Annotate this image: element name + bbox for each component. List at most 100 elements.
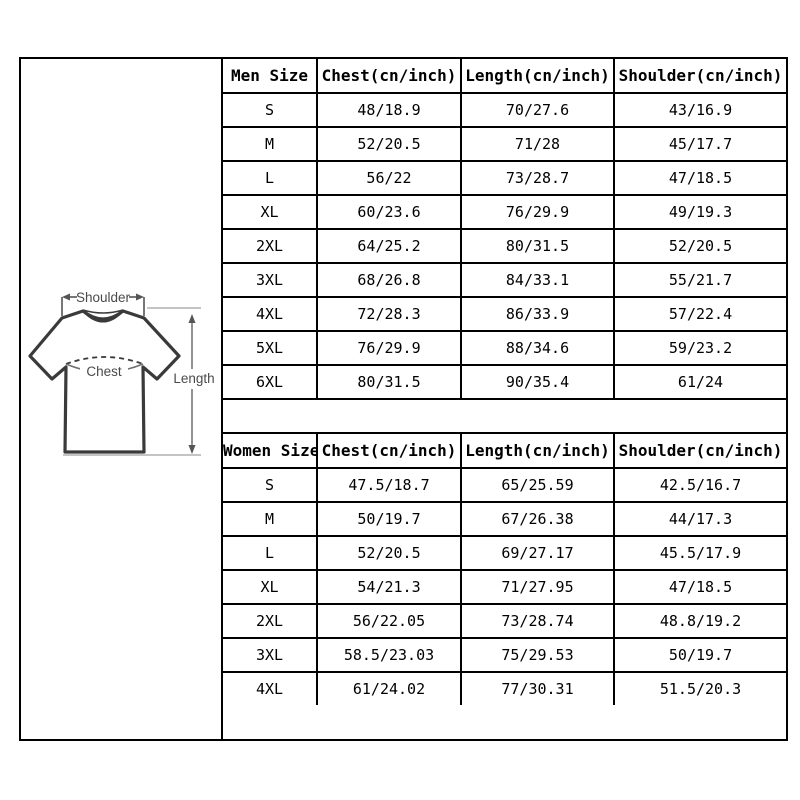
table-cell: M [222, 126, 318, 162]
table-row: 2XL 56/22.05 73/28.74 48.8/19.2 [222, 603, 787, 639]
table-cell: 47/18.5 [613, 569, 787, 605]
table-cell: L [222, 535, 318, 571]
shoulder-arrowhead-right [136, 293, 144, 301]
table-cell: 42.5/16.7 [613, 467, 787, 503]
table-row: 3XL 68/26.8 84/33.1 55/21.7 [222, 262, 787, 298]
length-arrowhead-bottom [188, 445, 196, 454]
men-shoulder-header: Shoulder(cn/inch) [613, 58, 787, 94]
table-cell: 58.5/23.03 [316, 637, 462, 673]
table-cell: 64/25.2 [316, 228, 462, 264]
women-length-header: Length(cn/inch) [460, 433, 615, 469]
table-row: L 56/22 73/28.7 47/18.5 [222, 160, 787, 196]
shoulder-label: Shoulder [76, 290, 131, 305]
table-cell: 75/29.53 [460, 637, 615, 673]
table-cell: L [222, 160, 318, 196]
table-cell: 50/19.7 [613, 637, 787, 673]
table-cell: 5XL [222, 330, 318, 366]
table-cell: 67/26.38 [460, 501, 615, 537]
table-cell: 56/22 [316, 160, 462, 196]
women-shoulder-header: Shoulder(cn/inch) [613, 433, 787, 469]
table-cell: 4XL [222, 671, 318, 706]
table-cell: 52/20.5 [316, 535, 462, 571]
table-cell: 80/31.5 [460, 228, 615, 264]
women-header-row: Women Size Chest(cn/inch) Length(cn/inch… [222, 433, 787, 469]
table-cell: 61/24 [613, 364, 787, 399]
table-cell: 48/18.9 [316, 92, 462, 128]
table-cell: 48.8/19.2 [613, 603, 787, 639]
table-cell: M [222, 501, 318, 537]
size-tables-column: Men Size Chest(cn/inch) Length(cn/inch) … [222, 58, 787, 739]
table-cell: 47.5/18.7 [316, 467, 462, 503]
table-row: S 48/18.9 70/27.6 43/16.9 [222, 92, 787, 128]
table-cell: 59/23.2 [613, 330, 787, 366]
length-arrowhead-top [188, 314, 196, 323]
tshirt-measure-diagram: Chest Shoulder Length [21, 59, 223, 739]
length-label-bg [168, 370, 220, 386]
table-cell: XL [222, 194, 318, 230]
table-cell: 51.5/20.3 [613, 671, 787, 706]
table-row: L 52/20.5 69/27.17 45.5/17.9 [222, 535, 787, 571]
collar-top-line [82, 309, 124, 314]
table-row: M 50/19.7 67/26.38 44/17.3 [222, 501, 787, 537]
table-row: 3XL 58.5/23.03 75/29.53 50/19.7 [222, 637, 787, 673]
table-cell: 76/29.9 [316, 330, 462, 366]
table-row: XL 60/23.6 76/29.9 49/19.3 [222, 194, 787, 230]
table-cell: 65/25.59 [460, 467, 615, 503]
table-cell: 68/26.8 [316, 262, 462, 298]
table-cell: 73/28.74 [460, 603, 615, 639]
table-cell: 4XL [222, 296, 318, 332]
table-cell: 47/18.5 [613, 160, 787, 196]
table-cell: S [222, 467, 318, 503]
men-header-row: Men Size Chest(cn/inch) Length(cn/inch) … [222, 58, 787, 94]
table-cell: 76/29.9 [460, 194, 615, 230]
table-cell: 84/33.1 [460, 262, 615, 298]
table-cell: 70/27.6 [460, 92, 615, 128]
table-row: XL 54/21.3 71/27.95 47/18.5 [222, 569, 787, 605]
table-cell: 45/17.7 [613, 126, 787, 162]
table-cell: 73/28.7 [460, 160, 615, 196]
table-cell: 3XL [222, 262, 318, 298]
table-cell: XL [222, 569, 318, 605]
table-row: 4XL 72/28.3 86/33.9 57/22.4 [222, 296, 787, 332]
table-cell: 57/22.4 [613, 296, 787, 332]
table-row: 5XL 76/29.9 88/34.6 59/23.2 [222, 330, 787, 366]
collar-inner-line [83, 311, 123, 323]
table-cell: 52/20.5 [613, 228, 787, 264]
table-cell: 50/19.7 [316, 501, 462, 537]
table-cell: 3XL [222, 637, 318, 673]
tshirt-outline [28, 309, 181, 454]
table-cell: 43/16.9 [613, 92, 787, 128]
table-row: 6XL 80/31.5 90/35.4 61/24 [222, 364, 787, 399]
table-cell: 6XL [222, 364, 318, 399]
table-cell: 69/27.17 [460, 535, 615, 571]
table-cell: 88/34.6 [460, 330, 615, 366]
men-size-table: Men Size Chest(cn/inch) Length(cn/inch) … [222, 58, 787, 399]
table-row: 4XL 61/24.02 77/30.31 51.5/20.3 [222, 671, 787, 706]
table-cell: 2XL [222, 228, 318, 264]
tshirt-diagram-svg: Chest Shoulder Length [28, 290, 220, 456]
chest-label: Chest [86, 364, 122, 379]
table-cell: 56/22.05 [316, 603, 462, 639]
table-row: M 52/20.5 71/28 45/17.7 [222, 126, 787, 162]
women-size-table: Women Size Chest(cn/inch) Length(cn/inch… [222, 433, 787, 706]
table-cell: 72/28.3 [316, 296, 462, 332]
table-cell: S [222, 92, 318, 128]
men-size-header: Men Size [222, 58, 318, 94]
table-cell: 80/31.5 [316, 364, 462, 399]
table-cell: 52/20.5 [316, 126, 462, 162]
table-cell: 54/21.3 [316, 569, 462, 605]
table-cell: 55/21.7 [613, 262, 787, 298]
men-length-header: Length(cn/inch) [460, 58, 615, 94]
table-row: 2XL 64/25.2 80/31.5 52/20.5 [222, 228, 787, 264]
table-cell: 44/17.3 [613, 501, 787, 537]
table-row: S 47.5/18.7 65/25.59 42.5/16.7 [222, 467, 787, 503]
chest-label-bg [80, 364, 128, 379]
shoulder-arrowhead-left [62, 293, 70, 301]
women-size-header: Women Size [222, 433, 318, 469]
table-cell: 77/30.31 [460, 671, 615, 706]
tables-divider-gap [223, 398, 786, 434]
chest-ellipse-dashed-arc [65, 356, 144, 365]
table-cell: 61/24.02 [316, 671, 462, 706]
table-cell: 45.5/17.9 [613, 535, 787, 571]
